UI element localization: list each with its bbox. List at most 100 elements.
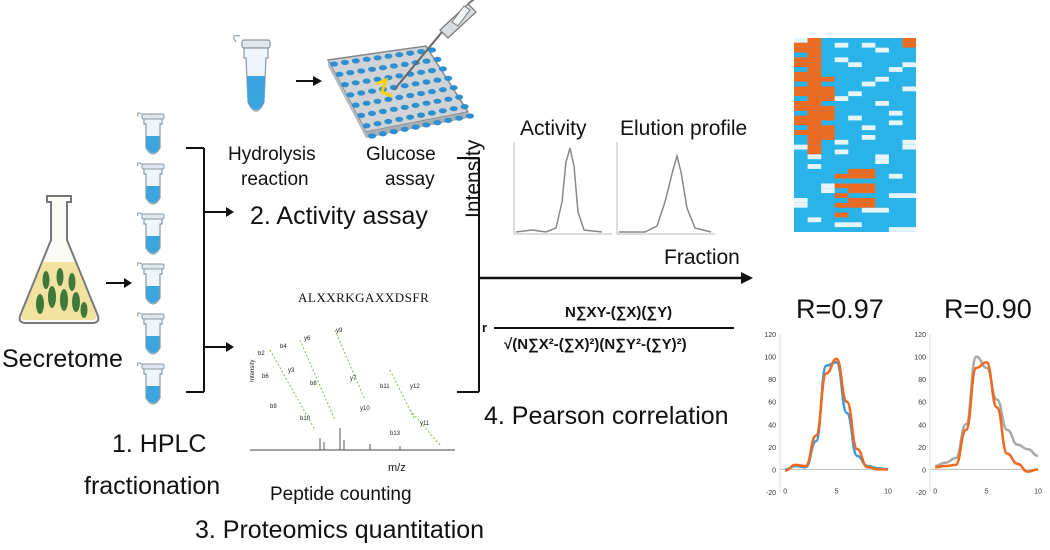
svg-text:b4: b4 (280, 344, 287, 350)
y-tick-label: 120 (914, 332, 926, 339)
heatmap-cell (834, 139, 849, 145)
heatmap-cell (888, 67, 903, 72)
plate-well (395, 73, 404, 79)
plate-well (351, 80, 360, 86)
arrow-hydrolysis-to-assay (296, 76, 322, 86)
plate-well (400, 61, 409, 67)
plate-well (400, 83, 409, 89)
heatmap-cell (821, 188, 835, 194)
heatmap-cell (848, 91, 862, 97)
plate-well (400, 126, 409, 132)
plate-well (384, 96, 393, 102)
heatmap-cell (888, 193, 903, 198)
y-tick-label: 0 (772, 467, 776, 474)
glucose-assay-plate-icon (326, 0, 477, 139)
plate-well (362, 123, 371, 129)
heatmap-cell (807, 52, 822, 58)
plate-well (378, 108, 387, 114)
heatmap-cell (902, 86, 916, 92)
heatmap-cell (794, 202, 808, 208)
heatmap-cell (794, 86, 808, 92)
heatmap-cell (861, 183, 876, 189)
x-tick-label: 0 (933, 488, 937, 495)
peptide-sequence-label: ALXXRKGAXXDSFR (298, 290, 430, 305)
heatmap-cell (807, 135, 822, 140)
secretome-flask-icon (14, 192, 104, 327)
svg-text:y9: y9 (336, 328, 343, 334)
plate-well (379, 65, 387, 71)
y-tick-label: 80 (768, 377, 776, 384)
hydrolysis-tube-icon (233, 35, 271, 112)
heatmap-cell (807, 217, 822, 223)
plate-well (362, 56, 371, 62)
svg-text:b10: b10 (300, 416, 311, 422)
pearson-formula-denominator: √(N∑X²-(∑X)²)(N∑Y²-(∑Y)²) (504, 336, 687, 353)
plate-well (433, 120, 442, 126)
heatmap-cell (807, 149, 822, 155)
svg-text:y7: y7 (350, 376, 357, 382)
heatmap-cell (807, 47, 822, 53)
heatmap-cell (807, 81, 822, 87)
plate-well (433, 98, 442, 104)
plate-well (455, 115, 464, 121)
plate-well (362, 78, 371, 84)
x-tick-label: 5 (835, 488, 839, 495)
elution-mini-plot (616, 142, 715, 235)
heatmap-cell (834, 42, 849, 48)
heatmap-cell (794, 91, 808, 97)
pearson-formula-fraction-bar (494, 327, 734, 329)
plate-well (400, 104, 409, 110)
plate-well (368, 110, 376, 116)
heatmap-cell (875, 47, 889, 53)
heatmap-cell (861, 125, 876, 131)
y-tick-label: 20 (918, 445, 926, 452)
svg-text:b6: b6 (262, 374, 269, 380)
glucose-label-line2: assay (385, 169, 435, 190)
secretome-label: Secretome (2, 345, 123, 373)
plate-well (340, 82, 349, 88)
plate-well (466, 113, 474, 119)
svg-text:y12: y12 (410, 384, 420, 390)
heatmap-cell (848, 222, 862, 228)
tubes-bracket-connector (186, 147, 234, 393)
plate-well (335, 71, 344, 77)
plate-well (357, 112, 366, 118)
heatmap-cell (807, 38, 822, 43)
heatmap-cell (861, 188, 876, 194)
heatmap-cell (794, 101, 808, 106)
y-tick-label: -20 (916, 490, 926, 497)
heatmap-cell (794, 105, 808, 111)
heatmap-cell (807, 105, 822, 111)
svg-text:b13: b13 (390, 431, 401, 437)
heatmap-cell (902, 42, 916, 48)
y-tick-label: 100 (764, 355, 776, 362)
plate-well (427, 89, 436, 95)
heatmap-cell (902, 144, 916, 150)
heatmap-cell (834, 202, 849, 208)
plate-well (368, 88, 377, 94)
plate-well (373, 121, 382, 127)
plate-well (384, 53, 393, 59)
plate-well (428, 47, 436, 53)
heatmap-cell (875, 76, 889, 82)
proteomics-label: 3. Proteomics quantitation (195, 516, 485, 544)
plate-well (422, 79, 431, 85)
heatmap-cell (794, 47, 808, 53)
pearson-formula-r: r (482, 320, 488, 335)
heatmap-cell (807, 164, 822, 169)
plate-well (444, 75, 453, 81)
heatmap-cell (807, 67, 822, 72)
plate-well (373, 76, 382, 82)
svg-text:b2: b2 (258, 351, 265, 357)
y-tick-label: 40 (768, 422, 776, 429)
plate-well (449, 85, 458, 91)
heatmap-cell (807, 130, 822, 135)
plate-well (438, 66, 447, 72)
glucose-label-line1: Glucose (366, 144, 436, 165)
plate-well (411, 124, 420, 130)
heatmap-cell (794, 62, 808, 68)
series-line (785, 360, 889, 471)
plate-well (449, 106, 458, 112)
plate-well (346, 92, 355, 98)
